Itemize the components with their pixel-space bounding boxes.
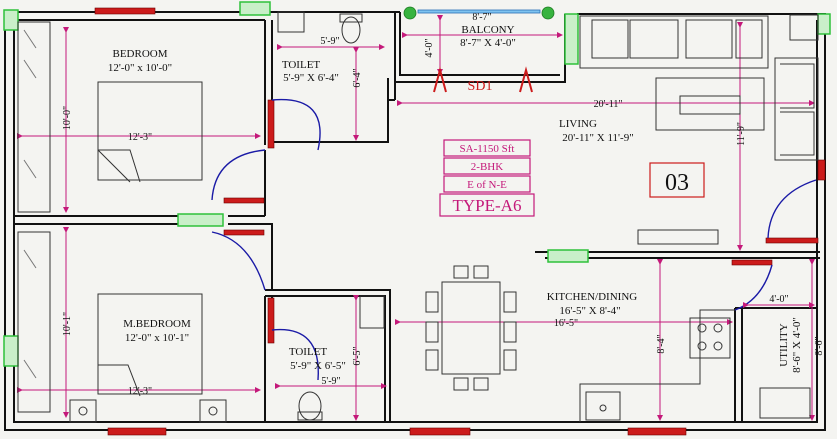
area-text: SA-1150 Sft: [460, 143, 515, 155]
balcony-size: 8'-7" X 4'-0": [460, 37, 516, 49]
dim-bedroom-width: 12'-3": [128, 132, 152, 143]
toilet-top-label: TOILET: [282, 59, 321, 71]
bedroom-label: BEDROOM: [112, 48, 167, 60]
living-label: LIVING: [559, 118, 597, 130]
wardrobe: [17, 21, 51, 213]
master-bedroom-size: 12'-0" x 10'-1": [125, 332, 189, 344]
wardrobe: [17, 231, 51, 413]
flat-number: 03: [665, 170, 689, 196]
dim-mbed-height: 10'-1": [62, 312, 73, 336]
living-size: 20'-11" X 11'-9": [562, 132, 633, 144]
tv-unit: [637, 229, 719, 245]
dim-bedroom-height: 10'-0": [62, 106, 73, 130]
toilet-bottom-label: TOILET: [289, 346, 328, 358]
toilet-bottom-size: 5'-9" X 6'-5": [290, 360, 346, 372]
dim-kitchen-height: 8'-4": [656, 334, 667, 353]
dim-mbed-width: 12'-3": [128, 386, 152, 397]
wash-basin: [277, 11, 305, 33]
sink: [585, 391, 621, 421]
dim-balcony-width: 8'-7": [472, 12, 491, 23]
master-bed: [97, 293, 203, 395]
sliding-door-label: SD1: [468, 79, 493, 94]
windows: [94, 7, 826, 436]
sofa: [579, 15, 769, 69]
flat-number-box: 03: [649, 162, 705, 198]
dimension-lines: [17, 15, 815, 421]
dim-living-width: 20'-11": [594, 99, 623, 110]
type-text: TYPE-A6: [453, 196, 522, 215]
dim-living-height: 11'-9": [736, 122, 747, 146]
dim-toilet-bottom-width: 5'-9": [321, 376, 340, 387]
utility-size: 8'-6" X 4'-0": [791, 317, 803, 373]
bedroom-size: 12'-0" x 10'-0": [108, 62, 172, 74]
dining-table: [441, 281, 501, 375]
utility-label: UTILITY: [778, 323, 790, 366]
dim-kitchen-width: 16'-5": [554, 318, 578, 329]
bhk-text: 2-BHK: [471, 161, 503, 173]
toilet-top-size: 5'-9" X 6'-4": [283, 72, 339, 84]
sofa-side: [774, 57, 819, 161]
master-bedroom-label: M.BEDROOM: [123, 318, 191, 330]
dim-toilet-top-width: 5'-9": [320, 36, 339, 47]
dim-utility-width: 4'-0": [769, 294, 788, 305]
coffee-table: [655, 77, 765, 131]
wc: [341, 16, 361, 44]
kitchen-label: KITCHEN/DINING: [547, 291, 637, 303]
unit-info-box: SA-1150 Sft 2-BHK E of N-E TYPE-A6: [439, 139, 535, 217]
balcony-label: BALCONY: [461, 24, 514, 36]
sliding-door-sd1: [433, 66, 533, 93]
kitchen-size: 16'-5" X 8'-4": [559, 305, 620, 317]
plants: [403, 6, 555, 20]
walls: [4, 11, 826, 431]
kitchen-counter: [579, 309, 735, 422]
furniture: [17, 11, 819, 423]
wc: [298, 391, 322, 421]
facing-text: E of N-E: [467, 179, 507, 191]
wash-basin: [359, 295, 385, 329]
dim-toilet-bottom-height: 6'-5": [352, 346, 363, 365]
bed: [97, 81, 203, 181]
door-swings: [211, 98, 817, 381]
dim-balcony-height: 4'-0": [424, 38, 435, 57]
dim-toilet-top-height: 6'-4": [352, 68, 363, 87]
dim-utility-height: 8'-6": [814, 336, 825, 355]
openings: [3, 1, 831, 367]
hob: [689, 317, 731, 359]
